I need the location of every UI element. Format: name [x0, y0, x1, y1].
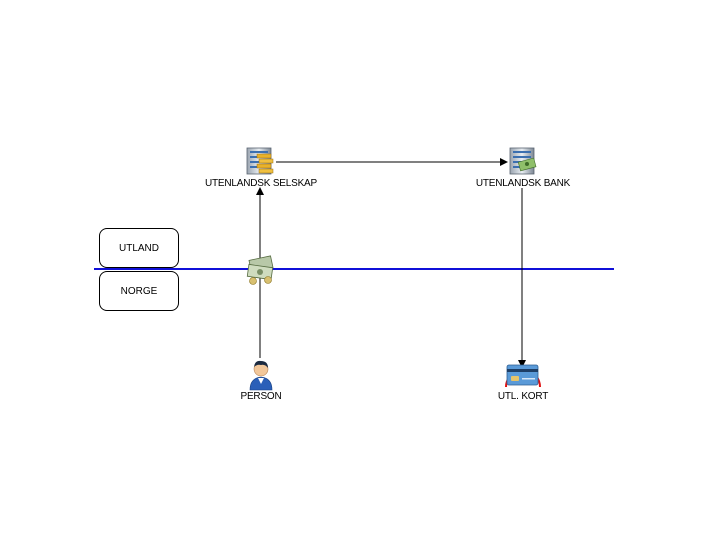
person-icon [249, 360, 273, 391]
bank-building-icon [509, 147, 537, 175]
region-norge-label: NORGE [120, 285, 158, 297]
region-utland: UTLAND [99, 228, 179, 268]
company-label: UTENLANDSK SELSKAP [205, 178, 317, 189]
card-label: UTL. KORT [497, 391, 549, 402]
credit-card-icon [505, 364, 541, 388]
bank-label: UTENLANDSK BANK [475, 178, 571, 189]
person-label: PERSON [240, 391, 282, 402]
money-transfer-icon [246, 255, 274, 285]
building-with-coins-icon [246, 147, 274, 175]
region-utland-label: UTLAND [118, 242, 159, 254]
region-norge: NORGE [99, 271, 179, 311]
